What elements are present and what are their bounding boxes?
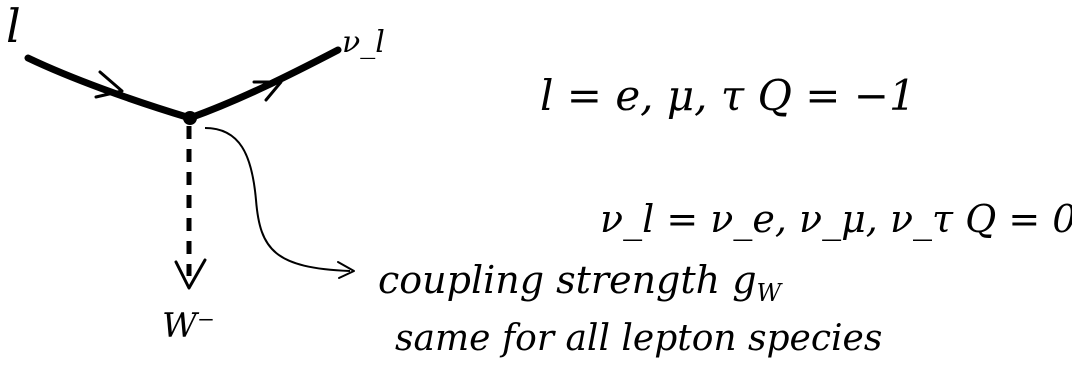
coupling-subscript: W [757, 279, 784, 307]
neutrino-equation: ν_l = ν_e, ν_μ, ν_τ Q = 0 [600, 197, 1072, 242]
w-boson-arrow [174, 258, 207, 290]
neutrino-arrow [252, 80, 283, 102]
lepton-label: l [6, 0, 21, 53]
w-boson-label: W⁻ [162, 306, 215, 346]
vertex-dot [183, 111, 197, 125]
annotation-pointer-arrow [337, 261, 355, 279]
neutrino-line [186, 46, 342, 122]
coupling-strength-text: coupling strength gW [378, 258, 784, 307]
lepton-line [24, 54, 194, 122]
annotation-pointer [204, 127, 351, 272]
lepton-arrow [94, 70, 124, 99]
lepton-species-text: same for all lepton species [395, 318, 882, 359]
neutrino-label: ν_l [342, 25, 385, 60]
lepton-equation: l = e, μ, τ Q = −1 [540, 71, 916, 120]
